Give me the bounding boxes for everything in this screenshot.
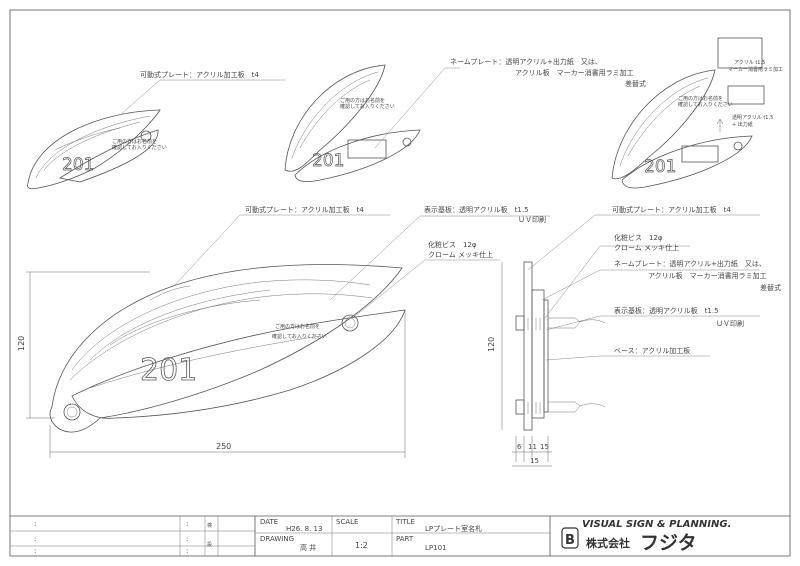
perspective-view-exploded: 201 ご用の方はお名前を 確認してお入りください <box>611 37 765 189</box>
notice-small-2a: ご用の方はお名前を <box>340 97 385 104</box>
dim-side-total: 15 <box>530 457 539 465</box>
tb-part-value: LP101 <box>425 544 446 552</box>
callout-side-name-3: 差替式 <box>760 283 781 292</box>
tb-title-value: LPプレート室名札 <box>425 524 482 533</box>
tb-title-label: TITLE <box>395 518 415 526</box>
dim-height: 120 <box>17 336 26 351</box>
notice-main-1: ご用の方はお名前を <box>275 323 320 330</box>
tb-row2-right: : <box>186 535 188 543</box>
room-number-small-1: 201 <box>62 155 94 175</box>
callout-plate-main: 可動式プレート：アクリル加工板 t4 <box>245 205 364 214</box>
callout-screw-1: 化粧ビス 12φ <box>428 240 477 249</box>
tb-date-value: H26. 8. 13 <box>286 525 322 533</box>
tb-drawing-value: 高 井 <box>300 543 316 552</box>
tb-row3-right: : <box>186 547 188 555</box>
room-number-main: 201 <box>140 353 197 388</box>
callout-side-display-2: ＵＶ印刷 <box>716 320 744 328</box>
notice-small-1b: 確認してお入りください <box>112 144 167 151</box>
callout-display-base-2: ＵＶ印刷 <box>518 216 546 224</box>
tb-row3-left: : <box>34 547 36 555</box>
notice-small-2b: 確認してお入りください <box>340 103 395 110</box>
company-en-name: VISUAL SIGN & PLANNING. <box>582 519 731 530</box>
tb-row1-right: : <box>186 520 188 528</box>
tb-row2-left: : <box>34 535 36 543</box>
dim-side-height: 120 <box>487 337 496 352</box>
notice-main-2: 確認してお入りください <box>272 333 327 340</box>
tb-part-label: PART <box>396 535 414 543</box>
dim-side-a: 6 <box>517 443 522 451</box>
room-number-small-3: 201 <box>644 157 676 177</box>
callout-name-plate-2: アクリル板 マーカー消書用ラミ加工 <box>515 68 634 77</box>
notice-small-3b: 確認してお入りください <box>678 101 733 108</box>
callout-side-screw-2: クローム メッキ仕上 <box>614 243 679 252</box>
callout-name-plate-1: ネームプレート：透明アクリル+出力紙 又は、 <box>450 57 602 66</box>
company-logo: B <box>561 527 579 549</box>
callout-display-base-1: 表示基板：透明アクリル板 t1.5 <box>424 205 529 214</box>
drawing-border <box>9 9 791 557</box>
callout-side-display-1: 表示基板：透明アクリル板 t1.5 <box>614 306 719 315</box>
callout-side-name-1: ネームプレート：透明アクリル+出力紙 又は、 <box>614 259 766 268</box>
notice-small-3a: ご用の方はお名前を <box>678 95 723 102</box>
tb-drawing-label: DRAWING <box>260 535 294 543</box>
inset-acrylic-2: マーカー消書用ラミ加工 <box>728 66 783 73</box>
callout-side-name-2: アクリル板 マーカー消書用ラミ加工 <box>648 271 767 280</box>
callout-name-plate-3: 差替式 <box>625 79 646 88</box>
perspective-view-name-plate: 201 ご用の方はお名前を 確認してお入りください <box>284 64 421 182</box>
dim-side-b: 11 <box>528 443 537 451</box>
notice-small-1a: ご用の方はお名前を <box>112 138 157 145</box>
side-section-view <box>515 261 606 431</box>
inset-acrylic-1: アクリル t1.5 <box>734 60 765 66</box>
dim-side-c: 15 <box>540 443 549 451</box>
perspective-view-plate: 201 ご用の方はお名前を 確認してお入りください <box>27 109 167 190</box>
dim-width: 250 <box>216 442 231 451</box>
tb-row1-left: : <box>34 520 36 528</box>
title-block <box>10 515 790 556</box>
logo-letter: B <box>565 533 575 548</box>
callout-side-screw-1: 化粧ビス 12φ <box>614 233 663 242</box>
callout-plate-small: 可動式プレート：アクリル加工板 t4 <box>140 70 259 79</box>
tb-mark-check: 検 <box>207 522 212 529</box>
callout-side-plate: 可動式プレート：アクリル加工板 t4 <box>612 205 731 214</box>
tb-date-label: DATE <box>260 518 278 526</box>
company-name: フジタ <box>640 532 697 554</box>
inset-clear-1: 透明アクリル t1.5 <box>732 114 773 121</box>
callout-screw-2: クローム メッキ仕上 <box>428 250 493 259</box>
company-prefix: 株式会社 <box>586 536 630 550</box>
inset-clear-2: + 出力紙 <box>732 121 753 128</box>
callout-side-base: ベース：アクリル加工板 <box>614 346 690 355</box>
front-view-plate: 201 ご用の方はお名前を 確認してお入りください <box>49 264 406 433</box>
tb-scale-label: SCALE <box>336 518 358 526</box>
room-number-small-2: 201 <box>312 151 344 171</box>
tb-scale-value: 1:2 <box>355 541 368 550</box>
tb-mark-design: 設 <box>207 541 212 548</box>
